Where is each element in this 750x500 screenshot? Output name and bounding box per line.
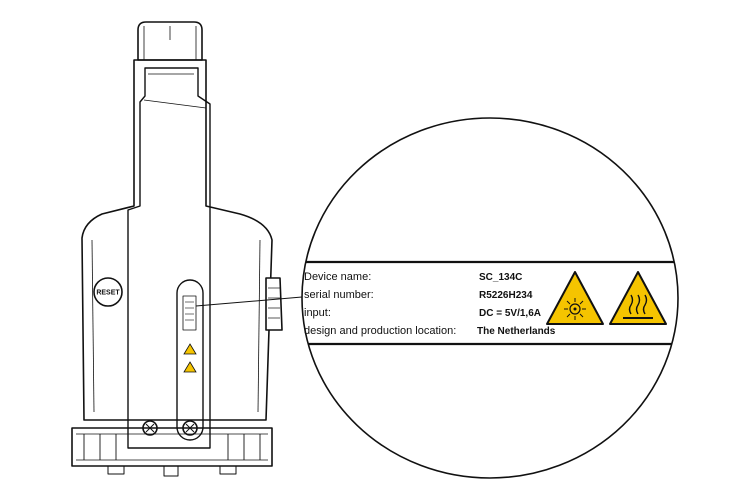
reset-button[interactable]: [93, 277, 123, 307]
device-base: [71, 427, 273, 467]
value-location: The Netherlands: [477, 326, 556, 337]
device-drawing: [71, 21, 283, 477]
value-input: DC = 5V/1,6A: [479, 308, 541, 319]
handle-shaft: [127, 67, 211, 449]
value-serial-number: R5226H234: [479, 290, 533, 301]
value-device-name: SC_134C: [479, 272, 522, 283]
reset-label: RESET: [96, 290, 120, 297]
handle-top-cap: [137, 21, 203, 61]
hot-surface-warning-icon: [609, 271, 667, 325]
label-plate-zoom: [302, 260, 678, 346]
field-serial-number: serial number:: [304, 289, 374, 301]
callout-leader-line: [195, 296, 303, 307]
field-input: input:: [304, 307, 331, 319]
field-location: design and production location:: [304, 325, 456, 337]
device-body: [81, 59, 273, 421]
field-device-name: Device name:: [304, 271, 371, 283]
handle-warning-icons: [183, 343, 197, 373]
magnifier-circle: [301, 117, 679, 479]
label-slot: [176, 279, 204, 441]
label-plate-fields: Device name: serial number: input: desig…: [304, 271, 556, 337]
laser-radiation-warning-icon: [546, 271, 604, 325]
side-knob: [265, 277, 283, 331]
